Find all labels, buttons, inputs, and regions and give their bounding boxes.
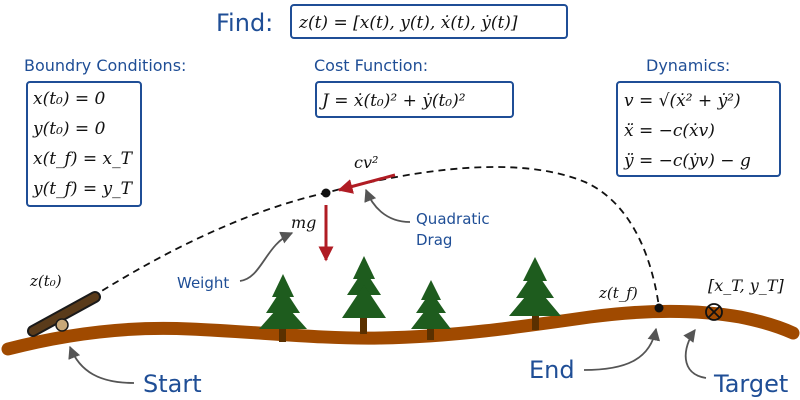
quadratic-drag-leader	[364, 188, 411, 223]
end-point	[654, 303, 664, 313]
dynamics-box	[616, 81, 781, 177]
cannon	[27, 291, 101, 337]
boundary-line-1: x(t₀) = 0	[33, 89, 106, 109]
tree-3	[411, 280, 451, 340]
gravity-force-label: mg	[291, 213, 316, 232]
projectile-point	[321, 188, 331, 198]
find-label: Find:	[216, 9, 273, 37]
boundary-box	[26, 81, 142, 207]
boundary-title: Boundry Conditions:	[24, 56, 186, 75]
cost-title: Cost Function:	[314, 56, 428, 75]
target-label: Target	[713, 370, 788, 398]
quadratic-drag-label-line1: Quadratic	[416, 210, 490, 228]
tree-4	[509, 257, 561, 330]
end-label: End	[529, 356, 575, 384]
find-expression: z(t) = [x(t), y(t), ẋ(t), ẏ(t)]	[298, 13, 518, 33]
trajectory-path	[91, 166, 660, 308]
weight-leader	[239, 231, 294, 282]
boundary-line-4: y(t_f) = y_T	[32, 179, 134, 199]
boundary-line-2: y(t₀) = 0	[32, 119, 106, 139]
start-leader	[68, 345, 135, 384]
dynamics-line-3: ÿ = −c(ẏv) − g	[623, 151, 751, 171]
dynamics-title: Dynamics:	[646, 56, 730, 75]
quadratic-drag-label-line2: Drag	[416, 231, 452, 249]
dynamics-line-1: v = √(ẋ² + ẏ²)	[624, 91, 741, 111]
target-coords-label: [x_T, y_T]	[708, 276, 784, 295]
weight-label: Weight	[177, 274, 229, 292]
cost-box	[315, 81, 514, 118]
start-label: Start	[143, 370, 202, 398]
cost-expression: J = ẋ(t₀)² + ẏ(t₀)²	[319, 91, 466, 111]
find-box	[290, 4, 568, 39]
boundary-line-3: x(t_f) = x_T	[33, 149, 134, 169]
dynamics-line-2: ẍ = −c(ẋv)	[624, 121, 715, 141]
z0-label: z(t₀)	[29, 272, 62, 290]
end-leader	[583, 327, 661, 371]
drag-force-label: cv²	[354, 153, 378, 172]
tree-2	[342, 256, 386, 334]
tree-1	[259, 274, 307, 342]
drag-arrow	[337, 173, 396, 194]
ground	[1, 304, 800, 356]
zf-label: z(t_f)	[598, 284, 638, 302]
target-leader	[683, 328, 707, 379]
target-marker	[705, 303, 723, 321]
